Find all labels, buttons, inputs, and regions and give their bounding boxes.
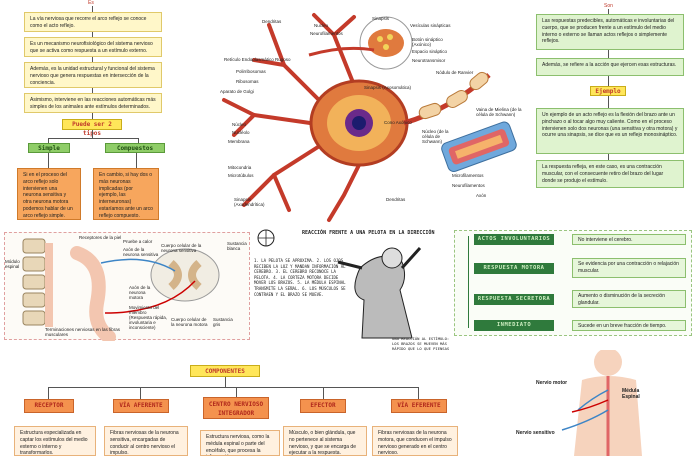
comic-steps: 1. LA PELOTA SE APROXIMA. 2. LOS OJOS RE… <box>254 258 346 297</box>
neuron-label: Cono Axónico <box>384 120 412 125</box>
neuron-label: Vesículas sinápticas <box>410 23 451 28</box>
neuron-illustration <box>222 13 517 222</box>
reflex-arc-illustration <box>22 238 220 344</box>
arc-label-cuerpo-motora: Cuerpo celular de la neurona motora <box>171 317 208 327</box>
label-nervio-motor: Nervio motor <box>536 380 568 386</box>
neuron-label: Dendritas <box>386 197 406 202</box>
arc-label-modulo: Módulo espinal <box>5 259 20 269</box>
right-box-2: Además, se refiere a la acción que ejerc… <box>536 58 684 76</box>
arc-label-axon-motora: Axón de la neurona motora <box>129 285 151 300</box>
simple-text: Si en el proceso del arco reflejo solo i… <box>17 168 81 220</box>
arc-label-movimiento: Movimiento del miembro (Respuesta rápida… <box>129 305 168 330</box>
row-text-3: Aumento o disminución de la secreción gl… <box>572 290 686 308</box>
neuron-label: Neurotransmisor <box>412 58 446 63</box>
component-tag-via-aferente: VÍA AFERENTE <box>113 399 169 413</box>
body-figure: Nervio motor Médula Espinal Nervio sensi… <box>512 350 699 456</box>
component-tag-via-eferente: VÍA EFERENTE <box>391 399 447 413</box>
row-tag-1: ACTOS INVOLUNTARIOS <box>474 234 554 245</box>
right-box-1: Las respuestas predecibles, automáticas … <box>536 14 684 50</box>
compuestos-text: En cambio, si hay dos o más neuronas imp… <box>93 168 159 220</box>
left-box-3: Además, es la unidad estructural y funci… <box>24 62 162 88</box>
right-top-label: Son <box>604 3 613 9</box>
row-text-4: Sucede en un breve fracción de tiempo. <box>572 320 686 331</box>
comic-title: REACCIÓN FRENTE A UNA PELOTA EN LA DIREC… <box>302 230 435 236</box>
neuron-label: Membrana <box>228 139 250 144</box>
component-text-centro: Estructura nerviosa, como la médula espi… <box>200 430 280 456</box>
right-box-4: La respuesta refleja, en este caso, es u… <box>536 160 684 188</box>
neuron-label: Microfilamentos <box>452 173 484 178</box>
component-text-receptor: Estructura especializada en captar los e… <box>14 426 96 456</box>
neuron-label: Núcleo (de la célula de Schwann) <box>422 129 449 144</box>
ejemplo-tag: Ejemplo <box>590 86 626 96</box>
comic-note: UNA REACCIÓN AL ESTÍMULO: LOS BRAZOS SE … <box>392 336 450 351</box>
arc-label-pruebe: Pruebe a calor <box>123 239 153 244</box>
arc-label-sustancia-blanca: Sustancia blanca <box>227 241 247 251</box>
arc-label-sustancia-gris: Sustancia gris <box>213 317 233 327</box>
neuron-label: Neurofilamentos <box>452 183 485 188</box>
neuron-label: Botón sináptico (Axónico) <box>412 37 443 47</box>
neuron-label: Sinapsis <box>372 16 390 21</box>
component-tag-receptor: RECEPTOR <box>24 399 74 413</box>
label-nervio-sensitivo: Nervio sensitivo <box>516 430 555 436</box>
simple-tag: Simple <box>28 143 70 153</box>
left-box-1: La vía nerviosa que recorre el arco refl… <box>24 12 162 32</box>
characteristics-panel <box>454 230 692 336</box>
row-tag-2: RESPUESTA MOTORA <box>474 263 554 274</box>
left-box-4: Asimismo, interviene en las reacciones a… <box>24 93 162 113</box>
neuron-label: Axón <box>476 193 487 198</box>
row-tag-3: RESPUESTA SECRETORA <box>474 294 554 305</box>
neuron-label: Mitocondria <box>228 165 252 170</box>
left-box-2: Es un mecanismo neurofisiológico del sis… <box>24 37 162 57</box>
row-tag-4: INMEDIATO <box>474 320 554 331</box>
right-box-3: Un ejemplo de un acto reflejo es la flex… <box>536 108 684 154</box>
reflex-arc-diagram: Módulo espinal Receptores de la piel Pru… <box>4 232 250 344</box>
arc-label-terminaciones: Terminaciones nerviosas en las fibras mu… <box>45 327 121 337</box>
neuron-diagram: Dendritas Nucleo Neurofilamentos Sinapsi… <box>214 5 526 227</box>
comic-illustration <box>257 229 422 339</box>
types-tag: Puede ser 2 tipos <box>62 119 122 137</box>
body-illustration <box>561 350 642 456</box>
neuron-label: Nucleo <box>314 23 329 28</box>
neuron-label: Aparato de Golgi <box>220 89 254 94</box>
neuron-label: Nódulo de Ranvier <box>436 70 474 75</box>
neuron-label: Retículo Endoplasmático Rugoso <box>224 57 291 62</box>
neuron-label: Microtúbulos <box>228 173 254 178</box>
neuron-label: Dendritas <box>262 19 282 24</box>
row-text-1: No interviene el cerebro. <box>572 234 686 245</box>
component-tag-efector: EFECTOR <box>300 399 346 413</box>
label-medula: Médula Espinal <box>622 388 640 400</box>
component-text-via-aferente: Fibras nerviosas de la neurona sensitiva… <box>104 426 188 456</box>
compuestos-tag: Compuestos <box>105 143 165 153</box>
neuron-label: Sinapsis (Axodendrítica) <box>234 197 265 207</box>
row-text-2: Se evidencia por una contracción o relaj… <box>572 258 686 278</box>
neuron-label: Nucléolo <box>232 130 250 135</box>
components-title: COMPONENTES <box>190 365 260 377</box>
neuron-label: Vaina de Mielina (de la célula de Schwan… <box>476 107 522 117</box>
arc-label-receptores: Receptores de la piel <box>79 235 122 240</box>
neuron-label: Espacio sináptico <box>412 49 448 54</box>
neuron-label: Polirribosomas <box>236 69 266 74</box>
neuron-label: Sinapsis (Axosomática) <box>364 85 412 90</box>
component-text-via-eferente: Fibras nerviosas de la neurona motora, q… <box>372 426 458 456</box>
comic-panel: REACCIÓN FRENTE A UNA PELOTA EN LA DIREC… <box>252 228 452 354</box>
left-top-label: Es <box>88 0 94 6</box>
arc-label-cuerpo-sens: Cuerpo celular de la neurona sensitiva <box>161 243 202 253</box>
neuron-label: Neurofilamentos <box>310 31 343 36</box>
component-tag-centro: CENTRO NERVIOSO INTEGRADOR <box>203 397 269 419</box>
neuron-label: Núcleo <box>232 122 247 127</box>
neuron-label: Ribosomas <box>236 79 259 84</box>
component-text-efector: Músculo, o bien glándula, que no pertene… <box>283 426 367 456</box>
arc-label-axon-sens: Axón de la neurona sensitiva <box>123 247 159 257</box>
